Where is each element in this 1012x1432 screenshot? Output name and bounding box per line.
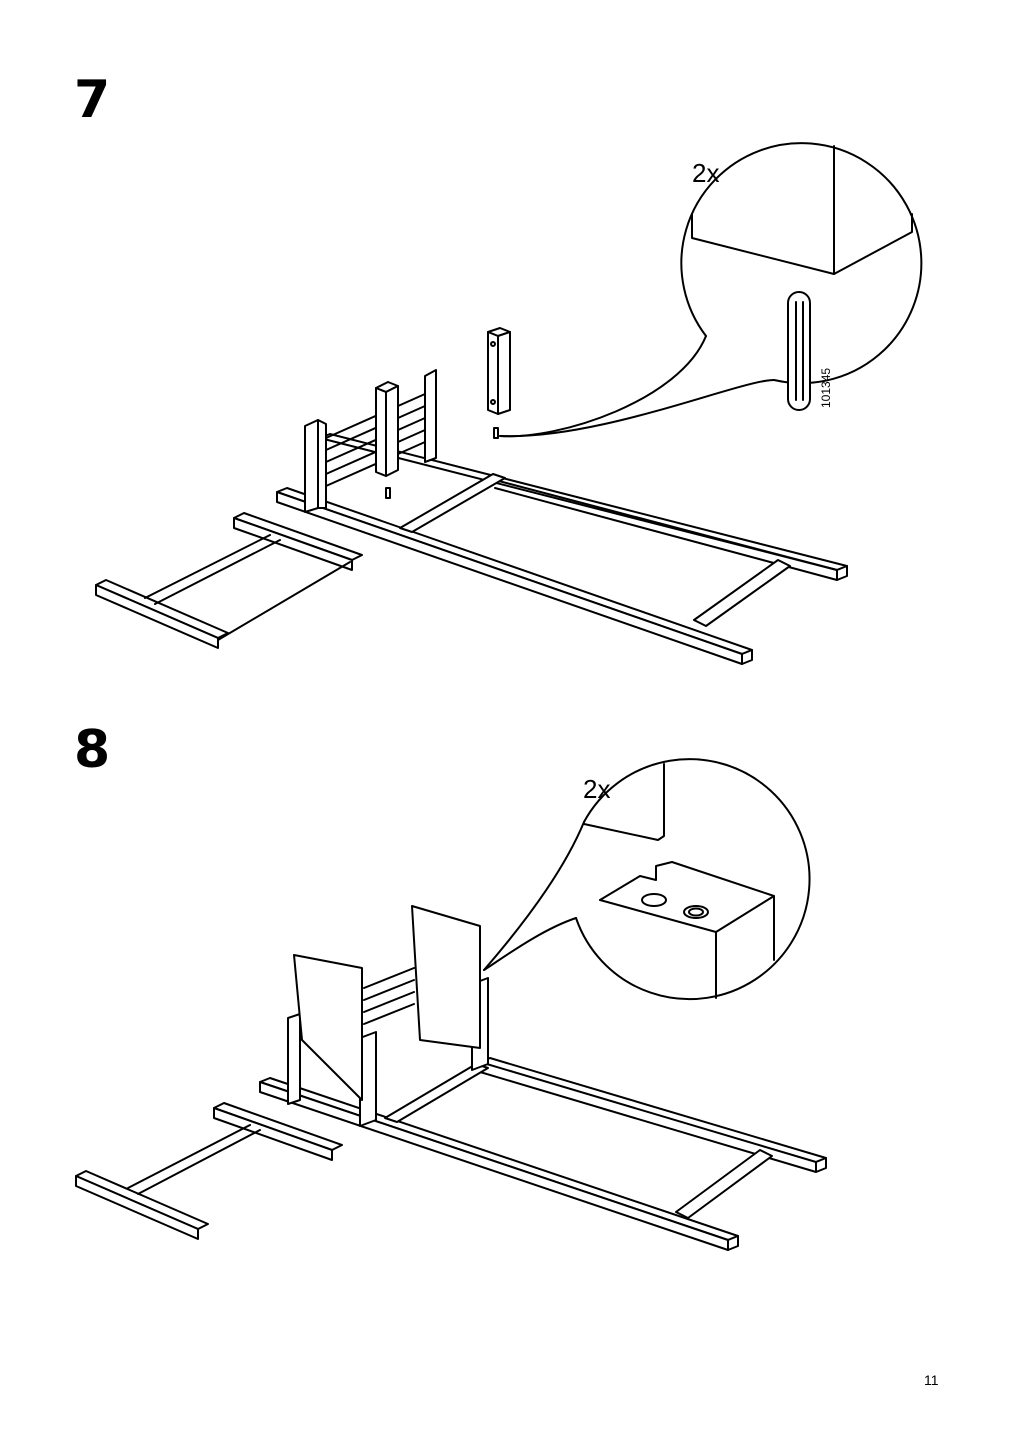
step-8-number: 8: [74, 720, 111, 780]
step-7-illustration: [95, 142, 923, 665]
step-8-cross-piece-middle: [384, 1063, 489, 1123]
dowel-icon: [787, 291, 811, 411]
step-8-illustration: [75, 758, 827, 1251]
step-8-detail-callout: [483, 758, 811, 1001]
hole-icon-2: [683, 905, 709, 919]
step-7-cross-piece-middle: [399, 473, 506, 533]
page-number: 11: [924, 1372, 939, 1388]
step-8-panel-left: [293, 954, 363, 1101]
step-7-leg-right: [487, 327, 511, 439]
step-7-back-rail: [319, 433, 848, 581]
step-7-leg-left: [375, 381, 399, 499]
step-7-backrest-frame: [304, 369, 437, 513]
step-8-quantity-label: 2x: [583, 774, 610, 804]
step-7-cross-piece-end: [693, 559, 791, 627]
step-7-seat-frame: [95, 512, 363, 649]
step-8-leg-back-left: [287, 1013, 301, 1105]
step-7-detail-callout: [499, 142, 923, 438]
step-8-backrest-slats: [363, 967, 415, 1025]
step-7-part-number: 101345: [819, 368, 833, 408]
step-8-cross-piece-end: [675, 1149, 773, 1219]
step-8-seat-frame: [75, 1102, 343, 1240]
step-7-quantity-label: 2x: [692, 158, 719, 188]
step-7-number: 7: [74, 70, 111, 130]
hole-icon: [641, 893, 667, 907]
step-8-front-rail: [259, 1077, 739, 1251]
step-8-panel-right: [411, 905, 481, 1049]
step-8-back-rail: [479, 1057, 827, 1173]
step-7-front-rail: [276, 487, 753, 665]
